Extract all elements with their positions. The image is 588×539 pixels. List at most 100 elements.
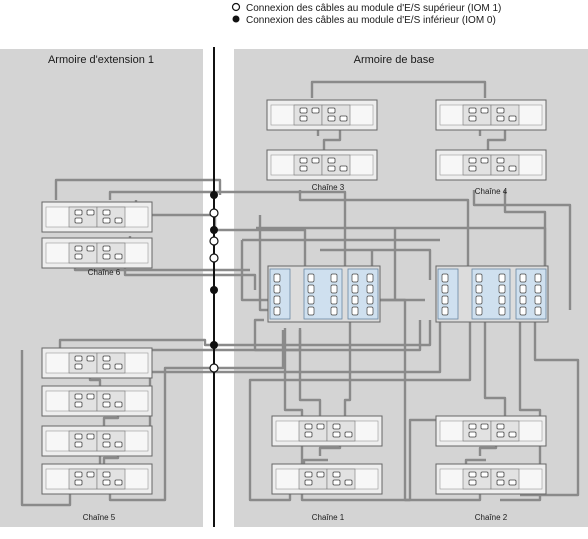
disk-tray xyxy=(435,149,547,181)
iom-module xyxy=(96,430,126,452)
hba-port xyxy=(330,284,338,294)
sas-port xyxy=(508,479,517,486)
storage-controllers xyxy=(267,265,549,323)
disk-tray xyxy=(41,463,153,495)
sas-port xyxy=(332,479,341,486)
sas-port xyxy=(102,253,111,260)
iom0-connection-marker xyxy=(210,286,218,294)
sas-port xyxy=(344,431,353,438)
hba-port xyxy=(366,273,374,283)
hba-port xyxy=(475,273,483,283)
disk-tray xyxy=(41,385,153,417)
sas-port xyxy=(299,107,308,114)
sas-port xyxy=(327,165,336,172)
iom-module xyxy=(490,420,520,442)
hba-port xyxy=(441,273,449,283)
sas-port xyxy=(114,363,123,370)
iom0-connection-marker xyxy=(210,341,218,349)
hba-port xyxy=(351,306,359,316)
hba-port xyxy=(351,295,359,305)
sas-port xyxy=(114,441,123,448)
hba-port xyxy=(441,306,449,316)
iom-module xyxy=(490,468,520,490)
hba-port xyxy=(307,273,315,283)
disk-tray xyxy=(435,99,547,131)
hba-port xyxy=(475,306,483,316)
sas-port xyxy=(114,479,123,486)
sas-port xyxy=(332,471,341,478)
legend-item-iom1: Connexion des câbles au module d'E/S sup… xyxy=(246,3,501,14)
divider-connection-markers xyxy=(209,191,219,373)
sas-port xyxy=(480,471,489,478)
iom0-connection-marker xyxy=(210,226,218,234)
disk-tray xyxy=(266,99,378,131)
sas-port xyxy=(480,107,489,114)
iom-module xyxy=(321,154,351,176)
sas-port xyxy=(102,441,111,448)
sas-port xyxy=(74,245,83,252)
sas-port xyxy=(496,423,505,430)
expansion-cabinet-title: Armoire d'extension 1 xyxy=(48,54,154,66)
sas-port xyxy=(468,479,477,486)
sas-port xyxy=(74,363,83,370)
disk-tray xyxy=(41,347,153,379)
disk-tray xyxy=(41,425,153,457)
sas-port xyxy=(304,431,313,438)
hba-port xyxy=(273,306,281,316)
sas-port xyxy=(86,471,95,478)
sas-port xyxy=(86,245,95,252)
hba-port xyxy=(534,306,542,316)
sas-port xyxy=(468,157,477,164)
chain-5-label: Chaîne 5 xyxy=(83,513,116,522)
sas-port xyxy=(332,423,341,430)
hba-port xyxy=(273,295,281,305)
sas-port xyxy=(74,433,83,440)
sas-port xyxy=(74,471,83,478)
sas-port xyxy=(74,355,83,362)
sas-port xyxy=(102,363,111,370)
iom-module xyxy=(96,242,126,264)
hba-port xyxy=(307,284,315,294)
hba-port xyxy=(519,284,527,294)
legend-filled-marker xyxy=(232,15,240,23)
sas-port xyxy=(74,253,83,260)
sas-port xyxy=(480,423,489,430)
sas-port xyxy=(496,471,505,478)
iom-module xyxy=(326,468,356,490)
sas-port xyxy=(327,107,336,114)
sas-port xyxy=(468,165,477,172)
sas-port xyxy=(311,157,320,164)
disk-tray xyxy=(41,201,153,233)
sas-port xyxy=(468,115,477,122)
sas-port xyxy=(299,157,308,164)
hba-port xyxy=(351,273,359,283)
sas-port xyxy=(339,165,348,172)
chain-3-label: Chaîne 3 xyxy=(312,183,345,192)
sas-port xyxy=(496,431,505,438)
sas-port xyxy=(74,401,83,408)
hba-port xyxy=(307,306,315,316)
hba-port xyxy=(498,306,506,316)
sas-port xyxy=(468,431,477,438)
iom0-connection-marker xyxy=(210,191,218,199)
sas-port xyxy=(496,115,505,122)
sas-port xyxy=(102,479,111,486)
sas-port xyxy=(102,401,111,408)
hba-port xyxy=(441,295,449,305)
iom1-connection-marker xyxy=(209,236,219,246)
hba-port xyxy=(498,273,506,283)
hba-port xyxy=(366,306,374,316)
disk-trays xyxy=(41,99,547,495)
sas-port xyxy=(468,107,477,114)
hba-port xyxy=(519,306,527,316)
chain-6-label: Chaîne 6 xyxy=(88,268,121,277)
hba-port xyxy=(475,295,483,305)
hba-port xyxy=(498,295,506,305)
sas-port xyxy=(102,433,111,440)
base-cabinet-title: Armoire de base xyxy=(354,54,435,66)
hba-port xyxy=(534,273,542,283)
storage-controller xyxy=(267,265,381,323)
sas-port xyxy=(114,253,123,260)
sas-port xyxy=(304,479,313,486)
